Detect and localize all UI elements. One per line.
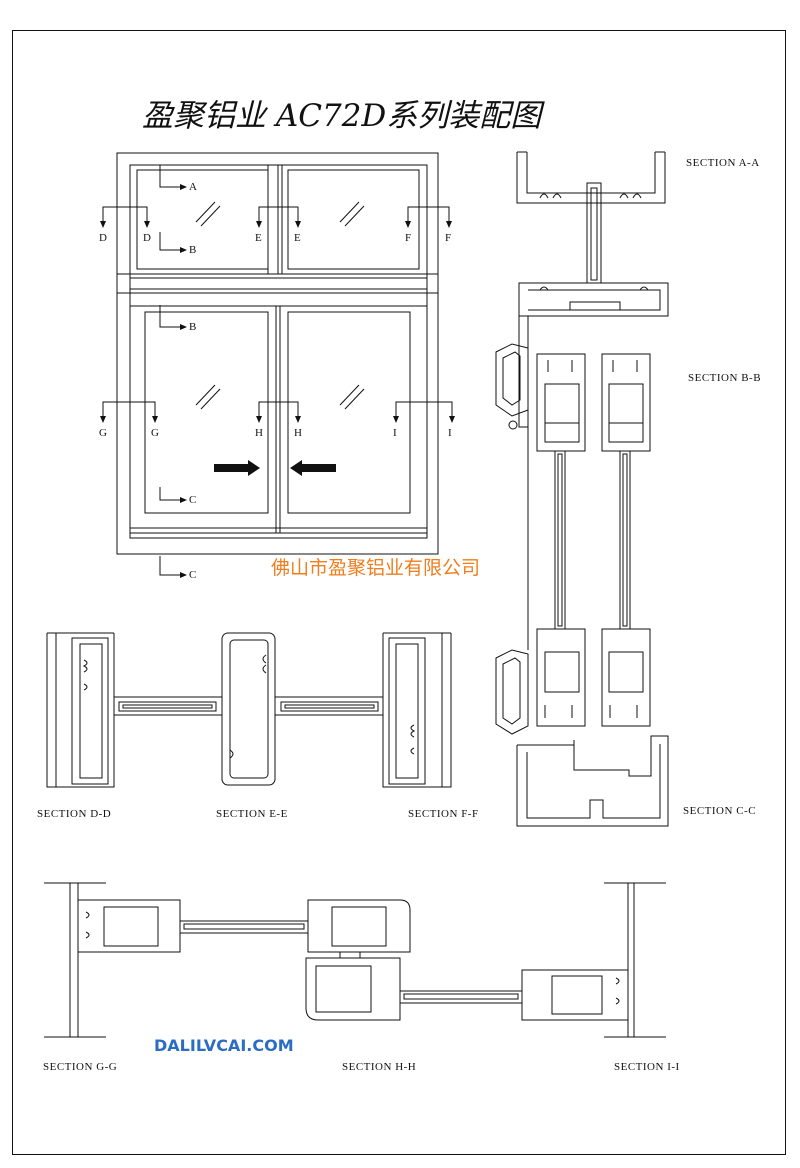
drawing-title: 盈聚铝业 AC72D系列装配图 [142,98,542,134]
cut-marker: I [393,427,397,439]
slide-right-arrow-icon [214,460,260,476]
cut-marker: E [255,232,262,244]
cut-marker: F [405,232,412,244]
cut-marker: E [294,232,301,244]
cut-marker: C [189,569,197,581]
section-label-gg: SECTION G-G [43,1061,118,1073]
cut-marker: C [189,494,197,506]
cut-marker: B [189,321,197,333]
vertical-section-profiles [495,151,669,827]
sections-g-h-i [44,882,666,1038]
website-watermark: DALILVCAI.COM [154,1036,294,1055]
sections-d-e-f [46,632,452,788]
section-label-hh: SECTION H-H [342,1061,417,1073]
company-name: 佛山市盈聚铝业有限公司 [271,557,481,579]
cut-marker: B [189,244,197,256]
cut-marker: G [151,427,159,439]
cut-marker: H [294,427,302,439]
cut-marker: G [99,427,107,439]
section-label-ff: SECTION F-F [408,808,479,820]
section-label-ee: SECTION E-E [216,808,288,820]
section-cut-arrowheads [100,184,455,578]
cut-marker: F [445,232,452,244]
section-label-ii: SECTION I-I [614,1061,680,1073]
cut-marker: D [99,232,107,244]
slide-left-arrow-icon [290,460,336,476]
section-label-dd: SECTION D-D [37,808,112,820]
window-elevation [116,152,439,555]
cut-marker: I [448,427,452,439]
section-label-aa: SECTION A-A [686,157,760,169]
cut-marker: D [143,232,151,244]
sheet-border [12,30,786,1155]
section-cut-lines [102,165,453,576]
section-label-bb: SECTION B-B [688,372,762,384]
section-label-cc: SECTION C-C [683,805,757,817]
cut-marker: H [255,427,263,439]
cut-marker: A [189,181,197,193]
